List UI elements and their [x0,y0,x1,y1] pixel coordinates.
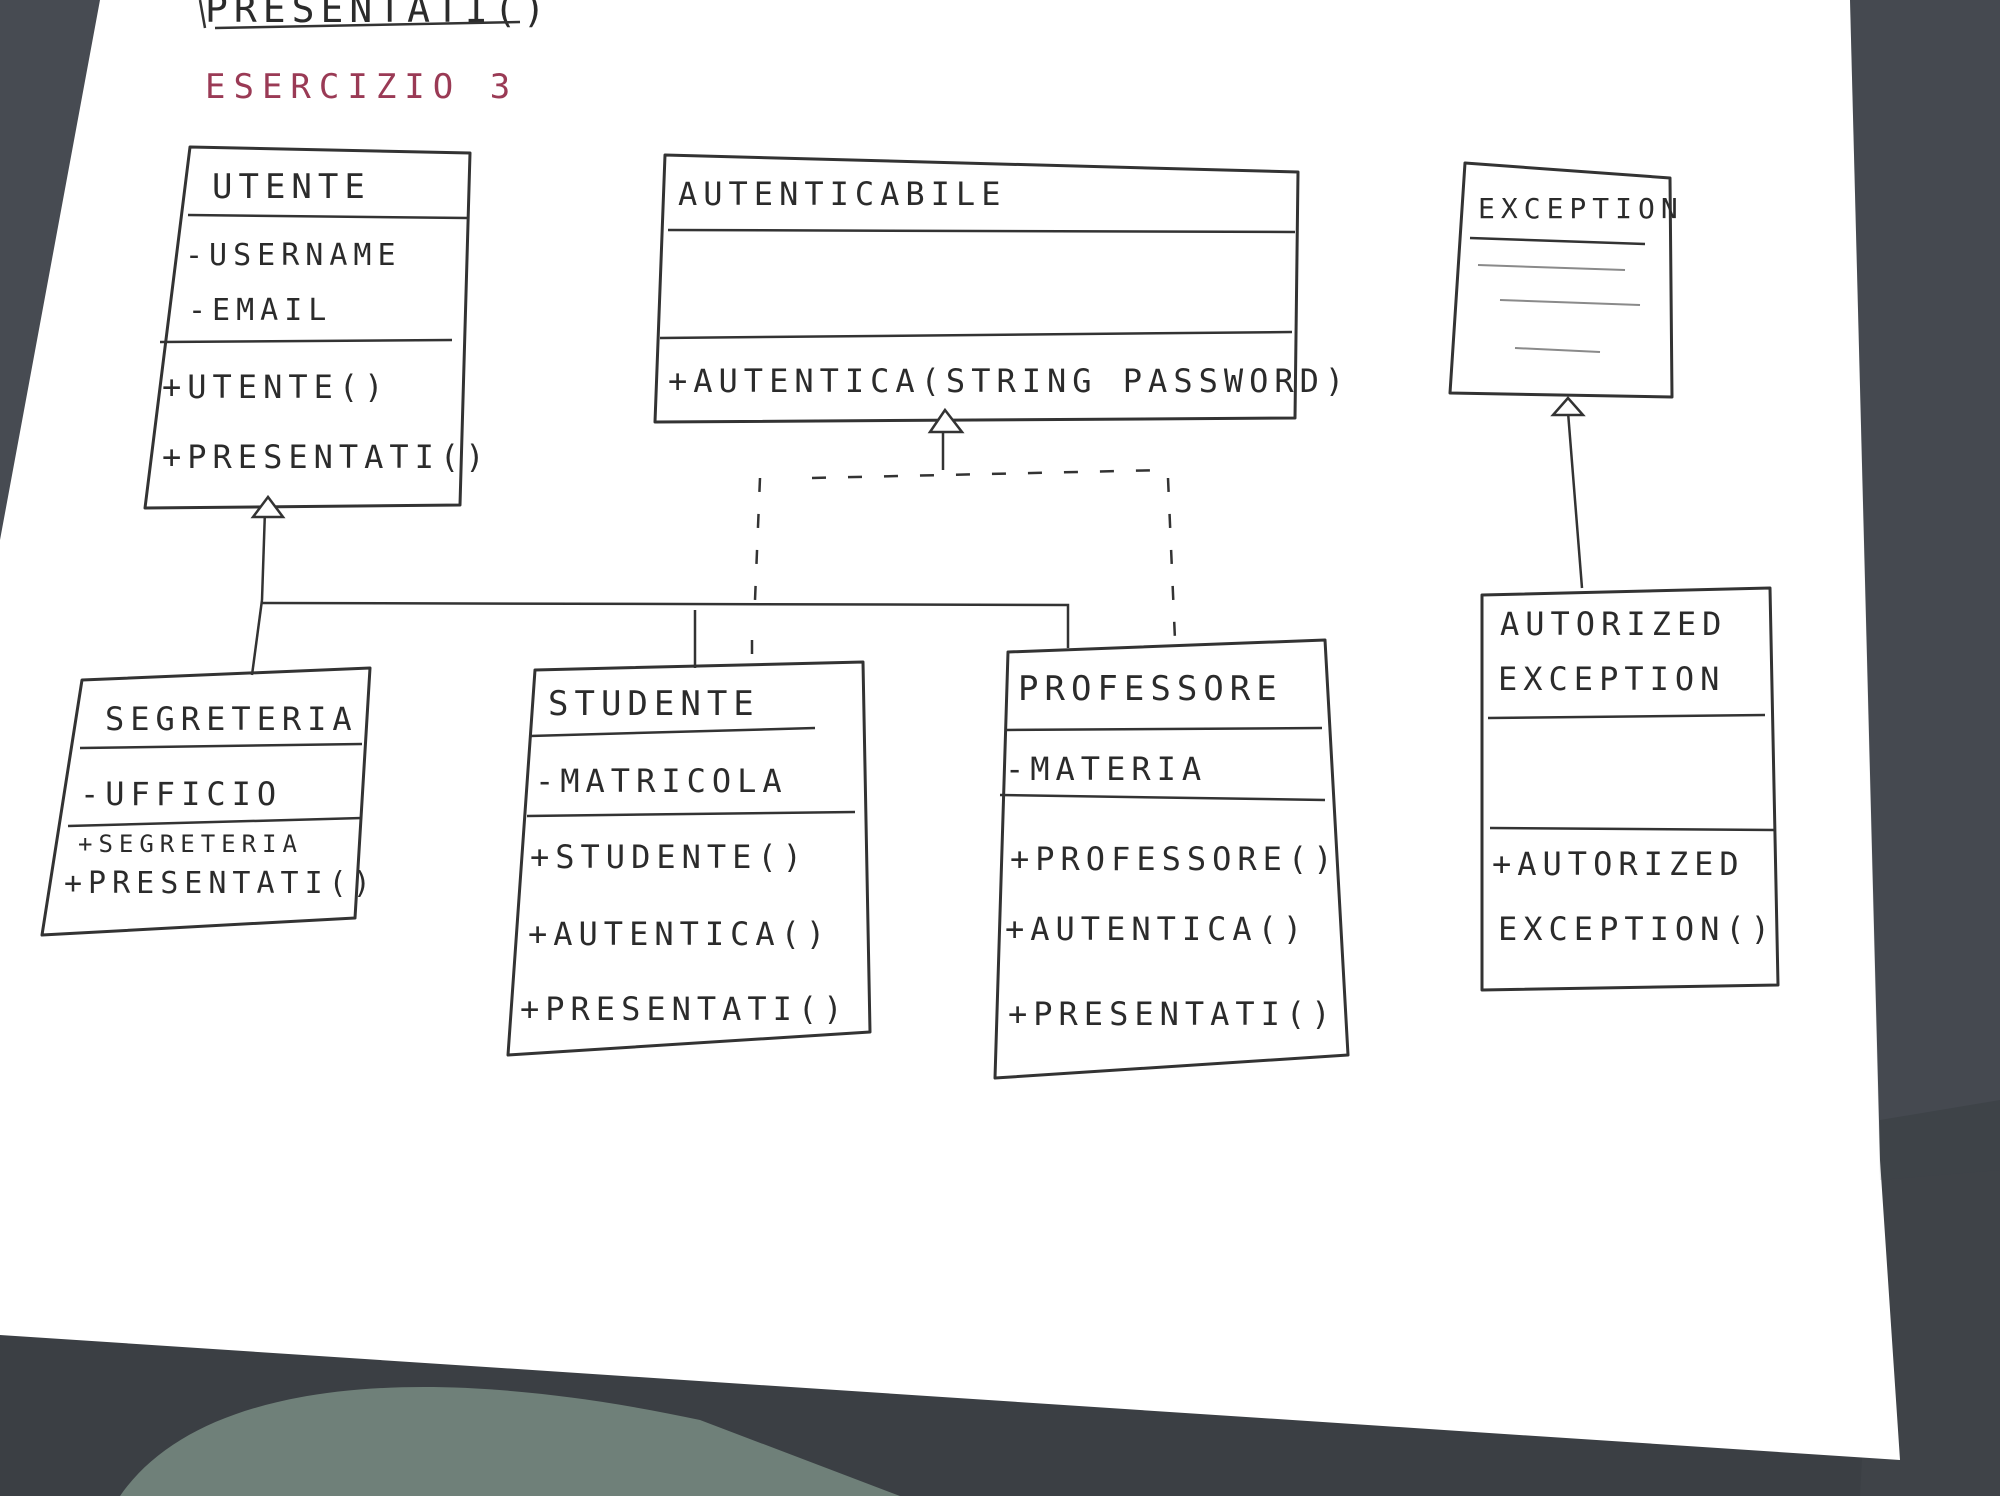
class-exception-name: EXCEPTION [1478,192,1684,225]
generalization-arrow-exception [1550,396,1586,417]
interface-autenticabile-name: AUTENTICABILE [678,175,1006,213]
class-studente-attr-matricola: -MATRICOLA [535,762,788,800]
class-studente-method-autentica: +AUTENTICA() [528,915,831,953]
class-segreteria-method-constructor: +SEGRETERIA [78,830,303,858]
realization-arrow-autenticabile [927,407,965,434]
class-studente-name: STUDENTE [548,684,760,724]
class-professore-method-presentati: +PRESENTATI() [1008,995,1336,1033]
class-utente: UTENTE -USERNAME -EMAIL +UTENTE() +PRESE… [143,145,490,510]
class-utente-name: UTENTE [212,167,371,207]
class-autorized-exception-name-1: AUTORIZED [1500,605,1727,643]
class-studente: STUDENTE -MATRICOLA +STUDENTE() +AUTENTI… [506,660,872,1057]
class-autorized-exception-method-1: +AUTORIZED [1492,845,1745,883]
class-utente-method-constructor: +UTENTE() [162,368,389,406]
exercise-title: ESERCIZIO 3 [205,67,518,107]
interface-autenticabile-method: +AUTENTICA(STRING PASSWORD) [668,362,1350,400]
class-segreteria-name: SEGRETERIA [105,700,358,738]
class-professore-attr-materia: -MATERIA [1005,750,1207,788]
class-autorized-exception-name-2: EXCEPTION [1498,660,1725,698]
top-fragment: PRESENTATI() [198,0,546,31]
class-autorized-exception: AUTORIZED EXCEPTION +AUTORIZED EXCEPTION… [1480,586,1780,992]
class-professore: PROFESSORE -MATERIA +PROFESSORE() +AUTEN… [993,638,1350,1080]
inheritance-exception [1550,396,1586,589]
generalization-arrow-utente [250,494,286,519]
realization-autenticabile [750,407,1177,668]
class-professore-method-constructor: +PROFESSORE() [1010,840,1338,878]
class-segreteria: SEGRETERIA -UFFICIO +SEGRETERIA +PRESENT… [40,666,377,937]
class-utente-method-presentati: +PRESENTATI() [162,438,490,476]
class-studente-method-constructor: +STUDENTE() [530,838,808,876]
class-utente-attr-email: -EMAIL [188,293,332,328]
class-exception: EXCEPTION [1448,161,1684,399]
class-segreteria-attr-ufficio: -UFFICIO [80,775,282,813]
class-professore-method-autentica: +AUTENTICA() [1005,910,1308,948]
interface-autenticabile: AUTENTICABILE +AUTENTICA(STRING PASSWORD… [653,153,1350,424]
class-professore-name: PROFESSORE [1018,669,1283,709]
class-studente-method-presentati: +PRESENTATI() [520,990,848,1028]
class-utente-attr-username: -USERNAME [185,238,402,273]
inheritance-utente [250,494,1070,676]
class-autorized-exception-method-2: EXCEPTION() [1498,910,1776,948]
class-segreteria-method-presentati: +PRESENTATI() [64,866,377,901]
